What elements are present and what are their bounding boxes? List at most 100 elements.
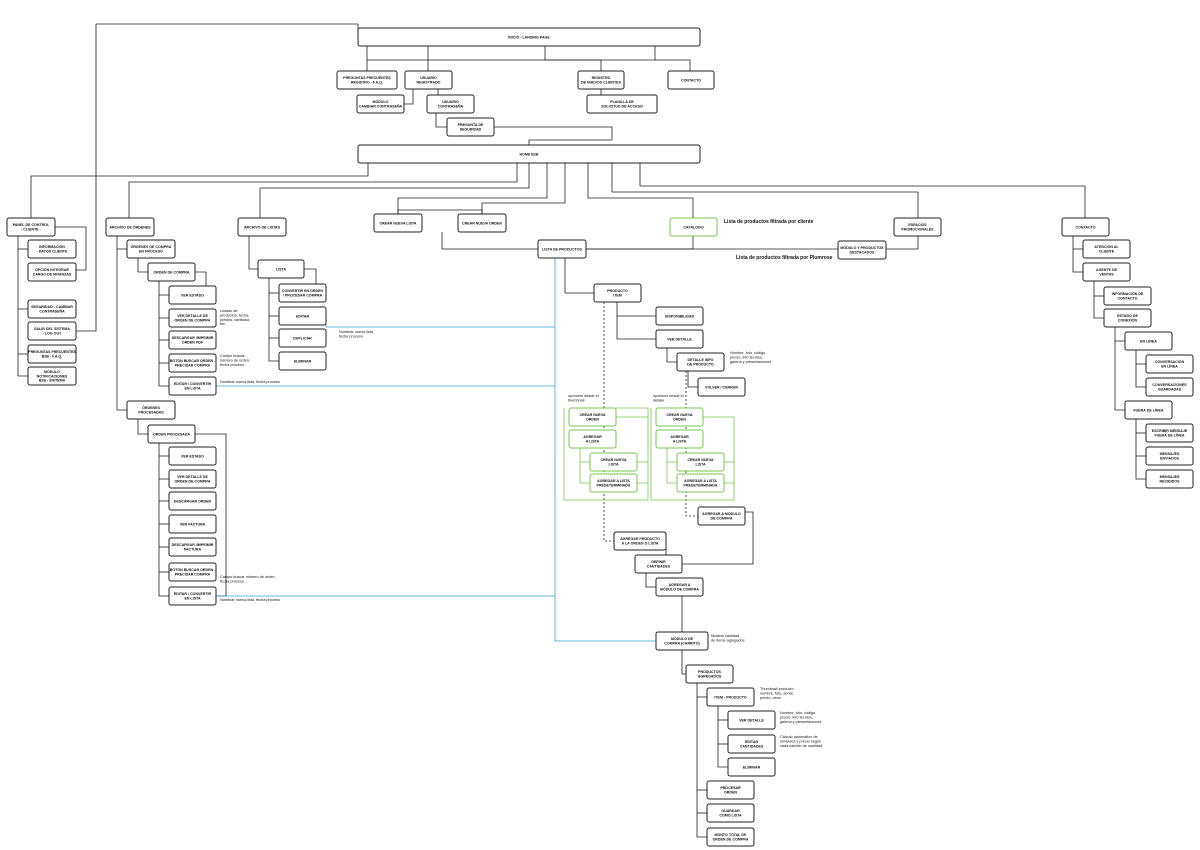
node-ver-detalle-c: VER DETALLE [727,710,776,730]
node-label: CARGO DE FINANZAS [33,272,72,276]
node-box [655,306,704,326]
note-info-producto: Nombre, foto, código,precio, info técnic… [730,351,771,364]
node-panel: PANEL DE CONTROL- CLIENTE - [6,217,56,237]
note-text: Cálculo automático de [780,735,818,739]
node-label: ORDEN [724,790,737,794]
connector-line [886,236,919,250]
node-label: PANEL DE CONTROL [13,223,50,227]
node-box [1082,239,1131,259]
node-label: CONEXIÓN [1118,317,1138,322]
node-label: EN PROCESO [139,249,163,253]
node-label: VER FACTURA [180,522,206,526]
node-label: PRECISAR COMPRA [175,572,211,576]
node-label: EN LISTA [184,386,201,390]
node-box [1082,262,1131,282]
node-label: VER ESTADO [181,293,204,297]
note-text: cada cambio de cantidad [780,744,822,748]
node-inicio: INICIO - LANDING PAGE [357,27,701,47]
node-box [278,328,327,348]
node-label: OPCIÓN INTEGRAR [35,267,69,272]
connector-line [696,683,707,838]
connector-line [116,236,127,411]
note-text: de ítems agregados [711,638,745,642]
node-box [586,94,658,114]
node-label: DESCARGAR /IMPRIMIR [172,336,214,340]
node-box [655,631,709,651]
node-label: AGREGAR [670,435,689,439]
node-label: ORDEN PROCESADA [153,432,190,436]
node-label: ORDEN DE COMPRA [175,318,211,322]
node-label: CLIENTE [1099,249,1115,253]
node-label: AGREGAR [583,435,602,439]
node-box [168,353,217,373]
node-label: EDITAR [296,314,310,318]
node-box [727,734,776,754]
node-label: MÓDULO DE COMPRA [660,586,699,591]
node-label: INFORMACIÓN DE [1112,291,1144,296]
note-text: Thumbnail producto [760,687,794,691]
node-box [837,240,887,260]
node-box [278,283,327,303]
note-text: Lista de productos filtrada por cliente [724,219,814,225]
node-box [356,94,405,114]
note-info-producto-2: Nombre, foto, código,precio, info técnic… [780,711,821,724]
note-text: Campo buscar [220,354,245,358]
node-label: ORDEN DE COMPRA [175,479,211,483]
node-label: DE COMPRA [711,516,733,520]
node-label: MÓDULO Y PRODUCTOS [840,245,884,250]
node-label: CONTACTO [681,78,701,82]
node-box [278,351,327,371]
node-box [676,473,725,493]
node-label: AGREGAR A MÓDULO [702,511,741,516]
node-label: B2B - F.A.Q. [42,354,63,358]
node-label: ORDEN DE COMPRA [713,837,749,841]
node-label: PRECISAR COMPRA [175,363,211,367]
node-label: AGREGADOS [698,674,722,678]
note-text: unidades y precio según [780,739,821,743]
node-label: REGISTRADO [417,80,441,84]
node-label: USUARIO [420,76,437,80]
node-label: CREAR NUEVA [666,413,692,417]
node-descargar-orden: DESCARGAR ORDEN [168,491,217,511]
node-box [373,213,423,233]
node-label: ESPACIOS [908,223,927,227]
node-label: DE NUEVOS CLIENTES [581,80,622,84]
connector-line [1135,350,1146,388]
note-text: precios, cantidad, [220,318,250,322]
note-text: thumbnail [568,398,585,402]
node-label: - CLIENTE - [21,227,42,231]
node-box [336,70,398,90]
node-box [537,239,587,259]
node-label: A LISTA [586,439,600,443]
node-box [655,429,704,449]
node-ver-estado-1: VER ESTADO [168,285,217,305]
node-ver-detalle-prod: VER DETALLE [655,329,704,349]
note-nombrar-lista-1: Nombrar nueva lista, fecha proceso [220,380,280,384]
connector-line [404,89,414,105]
node-label: DESTACADOS [850,250,875,254]
node-label: MÓDULO [44,369,60,374]
note-nombrar-lista-3: Nombrar nueva lista, fecha proceso [220,598,280,602]
note-text: Nombrar nueva lista, fecha proceso [220,380,280,384]
node-label: FACTURA [184,547,202,551]
note-text: fecha proceso [220,579,244,583]
node-box [1103,308,1152,328]
node-label: LISTA [608,462,619,466]
connector-line [587,163,694,218]
